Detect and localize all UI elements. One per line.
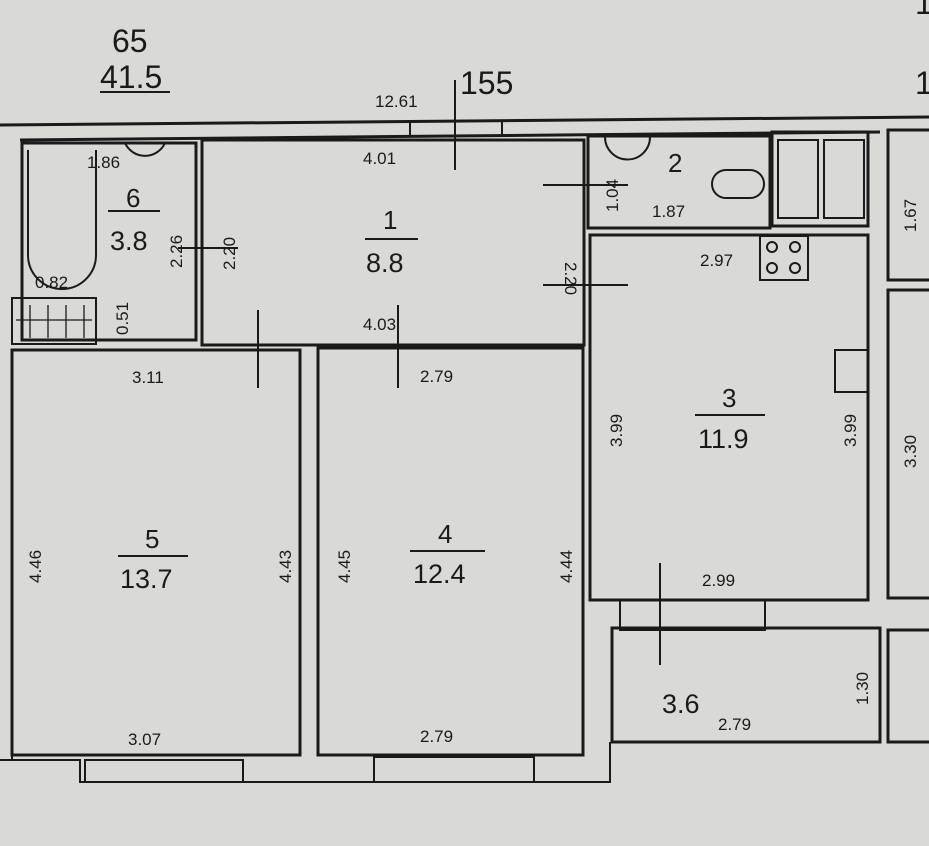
wc-sink-icon — [604, 136, 651, 161]
room-5-number: 5 — [145, 524, 159, 554]
dimension: 1.87 — [652, 202, 685, 221]
dimension: 2.20 — [220, 237, 239, 270]
balcony-door-icon — [619, 599, 766, 631]
stove-icon — [759, 235, 809, 281]
dimension: 2.79 — [718, 715, 751, 734]
dimension: 2.20 — [561, 262, 580, 295]
dimension: 2.26 — [167, 235, 186, 268]
dimension: 4.46 — [26, 550, 45, 583]
height-mark: 155 — [460, 65, 513, 101]
dimension: 4.45 — [335, 550, 354, 583]
total-area: 65 — [112, 23, 148, 59]
dimension: 4.44 — [557, 550, 576, 583]
dimension: 3.11 — [132, 368, 164, 387]
dimension: 2.97 — [700, 251, 733, 270]
dimension: 0.82 — [35, 273, 68, 292]
radiator-icon — [11, 297, 97, 345]
room-1-number: 1 — [383, 205, 397, 235]
balcony-area: 3.6 — [662, 689, 700, 719]
kitchen-sink-icon — [834, 349, 868, 393]
room-6-area: 3.8 — [110, 226, 148, 256]
dimension: 3.30 — [901, 435, 920, 468]
dimension: 2.79 — [420, 367, 453, 386]
bathtub-icon — [27, 150, 97, 290]
dimension: 1.04 — [603, 179, 622, 212]
dimension: 1.30 — [853, 672, 872, 705]
room-6-number: 6 — [126, 183, 140, 213]
dimension: 1.67 — [901, 199, 920, 232]
dimension: 2.99 — [702, 571, 735, 590]
sink-icon — [124, 142, 166, 157]
dimension: 4.43 — [276, 550, 295, 583]
shaft-icon — [777, 139, 819, 219]
window-icon — [373, 756, 535, 783]
room-4-number: 4 — [438, 519, 452, 549]
room-2-number: 2 — [668, 148, 682, 178]
room-3-area: 11.9 — [698, 424, 749, 454]
fixtures — [11, 80, 868, 783]
dimension: 4.01 — [363, 149, 396, 168]
dimension: 0.51 — [113, 302, 132, 335]
toilet-icon — [711, 169, 765, 199]
partial-label: 1 — [915, 0, 929, 21]
window-icon — [84, 759, 244, 783]
walls — [0, 115, 929, 783]
room-4-area: 12.4 — [413, 559, 466, 589]
partial-label: 1 — [915, 65, 929, 101]
dimension: 1.86 — [87, 153, 120, 172]
room-5-area: 13.7 — [120, 564, 173, 594]
dimension: 2.79 — [420, 727, 453, 746]
dimension: 3.07 — [128, 730, 161, 749]
total-length: 12.61 — [375, 92, 418, 111]
room-1-area: 8.8 — [366, 248, 404, 278]
dimension: 4.03 — [363, 315, 396, 334]
dimension: 3.99 — [841, 414, 860, 447]
room-3-number: 3 — [722, 383, 736, 413]
living-area: 41.5 — [100, 59, 162, 95]
dimension: 3.99 — [607, 414, 626, 447]
